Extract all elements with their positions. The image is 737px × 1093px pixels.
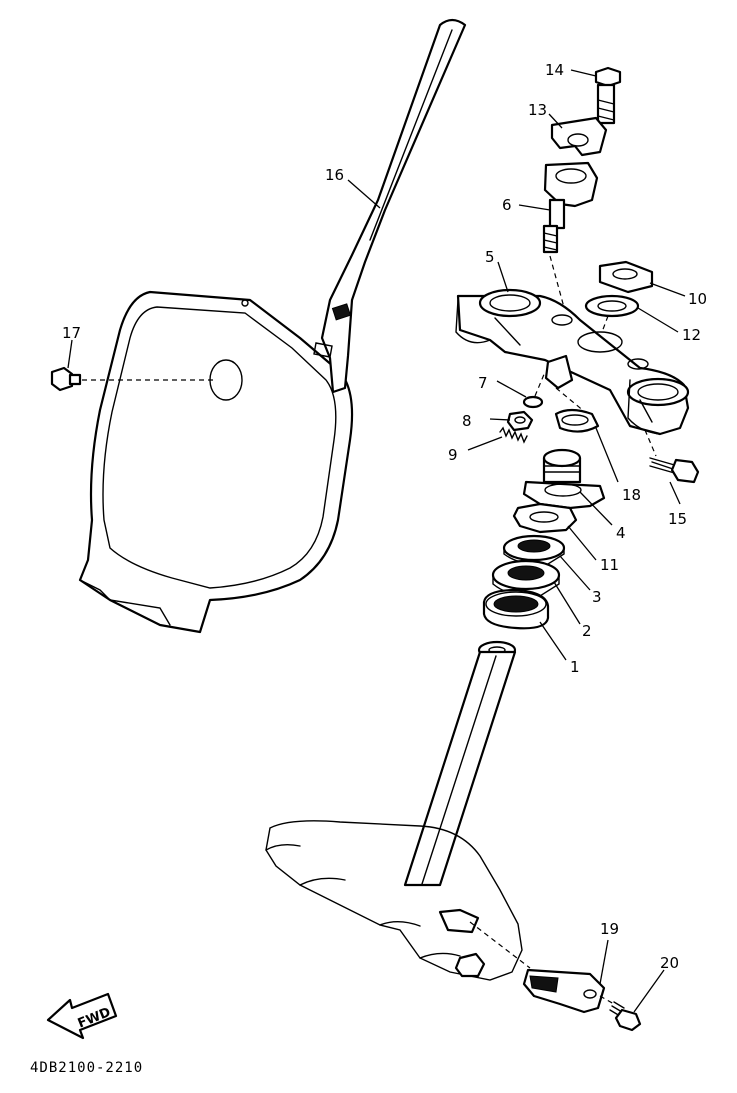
callout-13: 13	[528, 101, 547, 119]
callout-20: 20	[660, 954, 679, 972]
fwd-arrow-icon: FWD	[46, 992, 118, 1040]
callout-11: 11	[600, 556, 619, 574]
washer-guide-line	[601, 315, 609, 333]
steering-stem	[265, 640, 531, 981]
callout-16: 16	[325, 166, 344, 184]
upper-bracket-5	[455, 288, 690, 436]
strap-slot	[313, 342, 333, 358]
callout-2: 2	[582, 622, 592, 640]
clamp-19	[522, 968, 606, 1014]
washer-12	[584, 294, 640, 318]
callout-14: 14	[545, 61, 564, 79]
strap-logo-badge	[331, 303, 352, 321]
number-plate-assembly	[78, 18, 467, 634]
handlebar-holder-upper-13	[550, 116, 608, 157]
ring-nut-4	[522, 448, 606, 510]
washer-7	[522, 371, 546, 409]
number-plate-outer	[78, 290, 354, 634]
spring-9	[499, 426, 528, 444]
leader-lines	[67, 69, 686, 1013]
callout-4: 4	[616, 524, 626, 542]
handlebar-holder-lower-6	[542, 161, 599, 323]
callout-19: 19	[600, 920, 619, 938]
callout-15: 15	[668, 510, 687, 528]
callouts: 1 2 3 4 5 6 7 8 9 10 11 12 13 14 15 16 1…	[62, 61, 707, 972]
callout-6: 6	[502, 196, 512, 214]
seal-18	[554, 408, 600, 433]
callout-17: 17	[62, 324, 81, 342]
callout-7: 7	[478, 374, 488, 392]
bearing-cover-3	[502, 534, 566, 565]
drawing-code: 4DB2100-2210	[30, 1060, 143, 1076]
cable-guide	[544, 354, 586, 413]
number-plate-bottom-tab	[79, 579, 171, 626]
ring-nut-11	[512, 502, 578, 534]
plate-mount-hole	[241, 299, 249, 307]
callout-9: 9	[448, 446, 458, 464]
nut-8	[506, 410, 534, 432]
steering-stem-nut-10	[598, 260, 654, 294]
callout-3: 3	[592, 588, 602, 606]
callout-12: 12	[682, 326, 701, 344]
bolt-20	[599, 995, 642, 1032]
callout-18: 18	[622, 486, 641, 504]
number-plate-strap	[320, 18, 467, 394]
callout-8: 8	[462, 412, 472, 430]
callout-5: 5	[485, 248, 495, 266]
number-plate-inner	[102, 306, 337, 589]
bolt-17	[50, 366, 214, 392]
lower-bracket-outline	[265, 820, 523, 981]
callout-10: 10	[688, 290, 707, 308]
strap-center-line	[369, 29, 453, 241]
bolt-15	[644, 429, 700, 484]
seal-1	[482, 588, 550, 630]
bolt-14	[594, 66, 622, 125]
callout-1: 1	[570, 658, 580, 676]
